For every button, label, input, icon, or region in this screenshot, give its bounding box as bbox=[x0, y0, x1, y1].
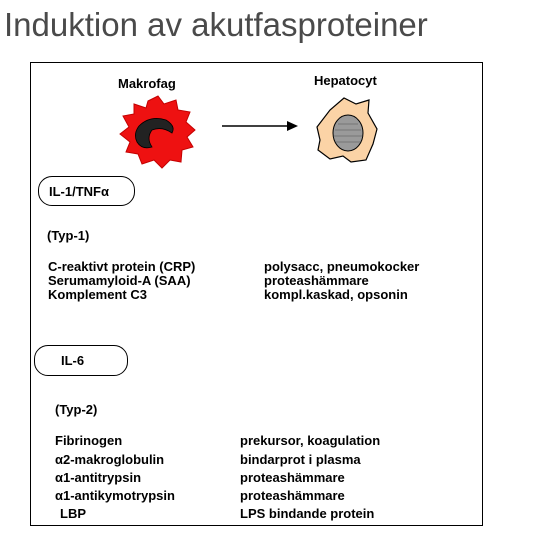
cytokine-il6-label: IL-6 bbox=[61, 353, 85, 368]
type1-label: (Typ-1) bbox=[47, 228, 90, 243]
protein-saa: Serumamyloid-A (SAA) bbox=[48, 273, 191, 288]
hepatocyte-label: Hepatocyt bbox=[314, 73, 377, 88]
function-crp: polysacc, pneumokocker bbox=[264, 259, 420, 274]
cytokine-il1-tnf-label: IL-1/TNFα bbox=[49, 183, 109, 199]
protein-a1-antitrypsin: α1-antitrypsin bbox=[55, 470, 142, 485]
function-fibrinogen: prekursor, koagulation bbox=[240, 433, 381, 448]
function-saa: proteashämmare bbox=[264, 273, 369, 288]
function-lbp: LPS bindande protein bbox=[240, 506, 375, 521]
macrophage-nucleus bbox=[135, 118, 174, 149]
protein-lbp: LBP bbox=[60, 506, 86, 521]
function-a1-antichymotrypsin: proteashämmare bbox=[240, 488, 345, 503]
arrow-head bbox=[287, 121, 298, 131]
page-title: Induktion av akutfasproteiner bbox=[4, 6, 428, 43]
protein-a1-antichymotrypsin: α1-antikymotrypsin bbox=[55, 488, 175, 503]
protein-crp: C-reaktivt protein (CRP) bbox=[48, 259, 196, 274]
cytokine-il6-box: IL-6 bbox=[34, 345, 128, 376]
diagram-frame bbox=[30, 62, 483, 526]
cytokine-il1-tnf-box: IL-1/TNFα bbox=[38, 176, 135, 206]
macrophage-label: Makrofag bbox=[118, 76, 176, 91]
hepatocyte-nucleus bbox=[332, 114, 364, 152]
type2-label: (Typ-2) bbox=[55, 402, 98, 417]
function-a1-antitrypsin: proteashämmare bbox=[240, 470, 345, 485]
protein-c3: Komplement C3 bbox=[48, 287, 147, 302]
macrophage-cell bbox=[119, 95, 196, 169]
protein-a2-macroglobulin: α2-makroglobulin bbox=[55, 452, 165, 467]
function-a2-macroglobulin: bindarprot i plasma bbox=[240, 452, 361, 467]
protein-fibrinogen: Fibrinogen bbox=[55, 433, 123, 448]
function-c3: kompl.kaskad, opsonin bbox=[264, 287, 408, 302]
